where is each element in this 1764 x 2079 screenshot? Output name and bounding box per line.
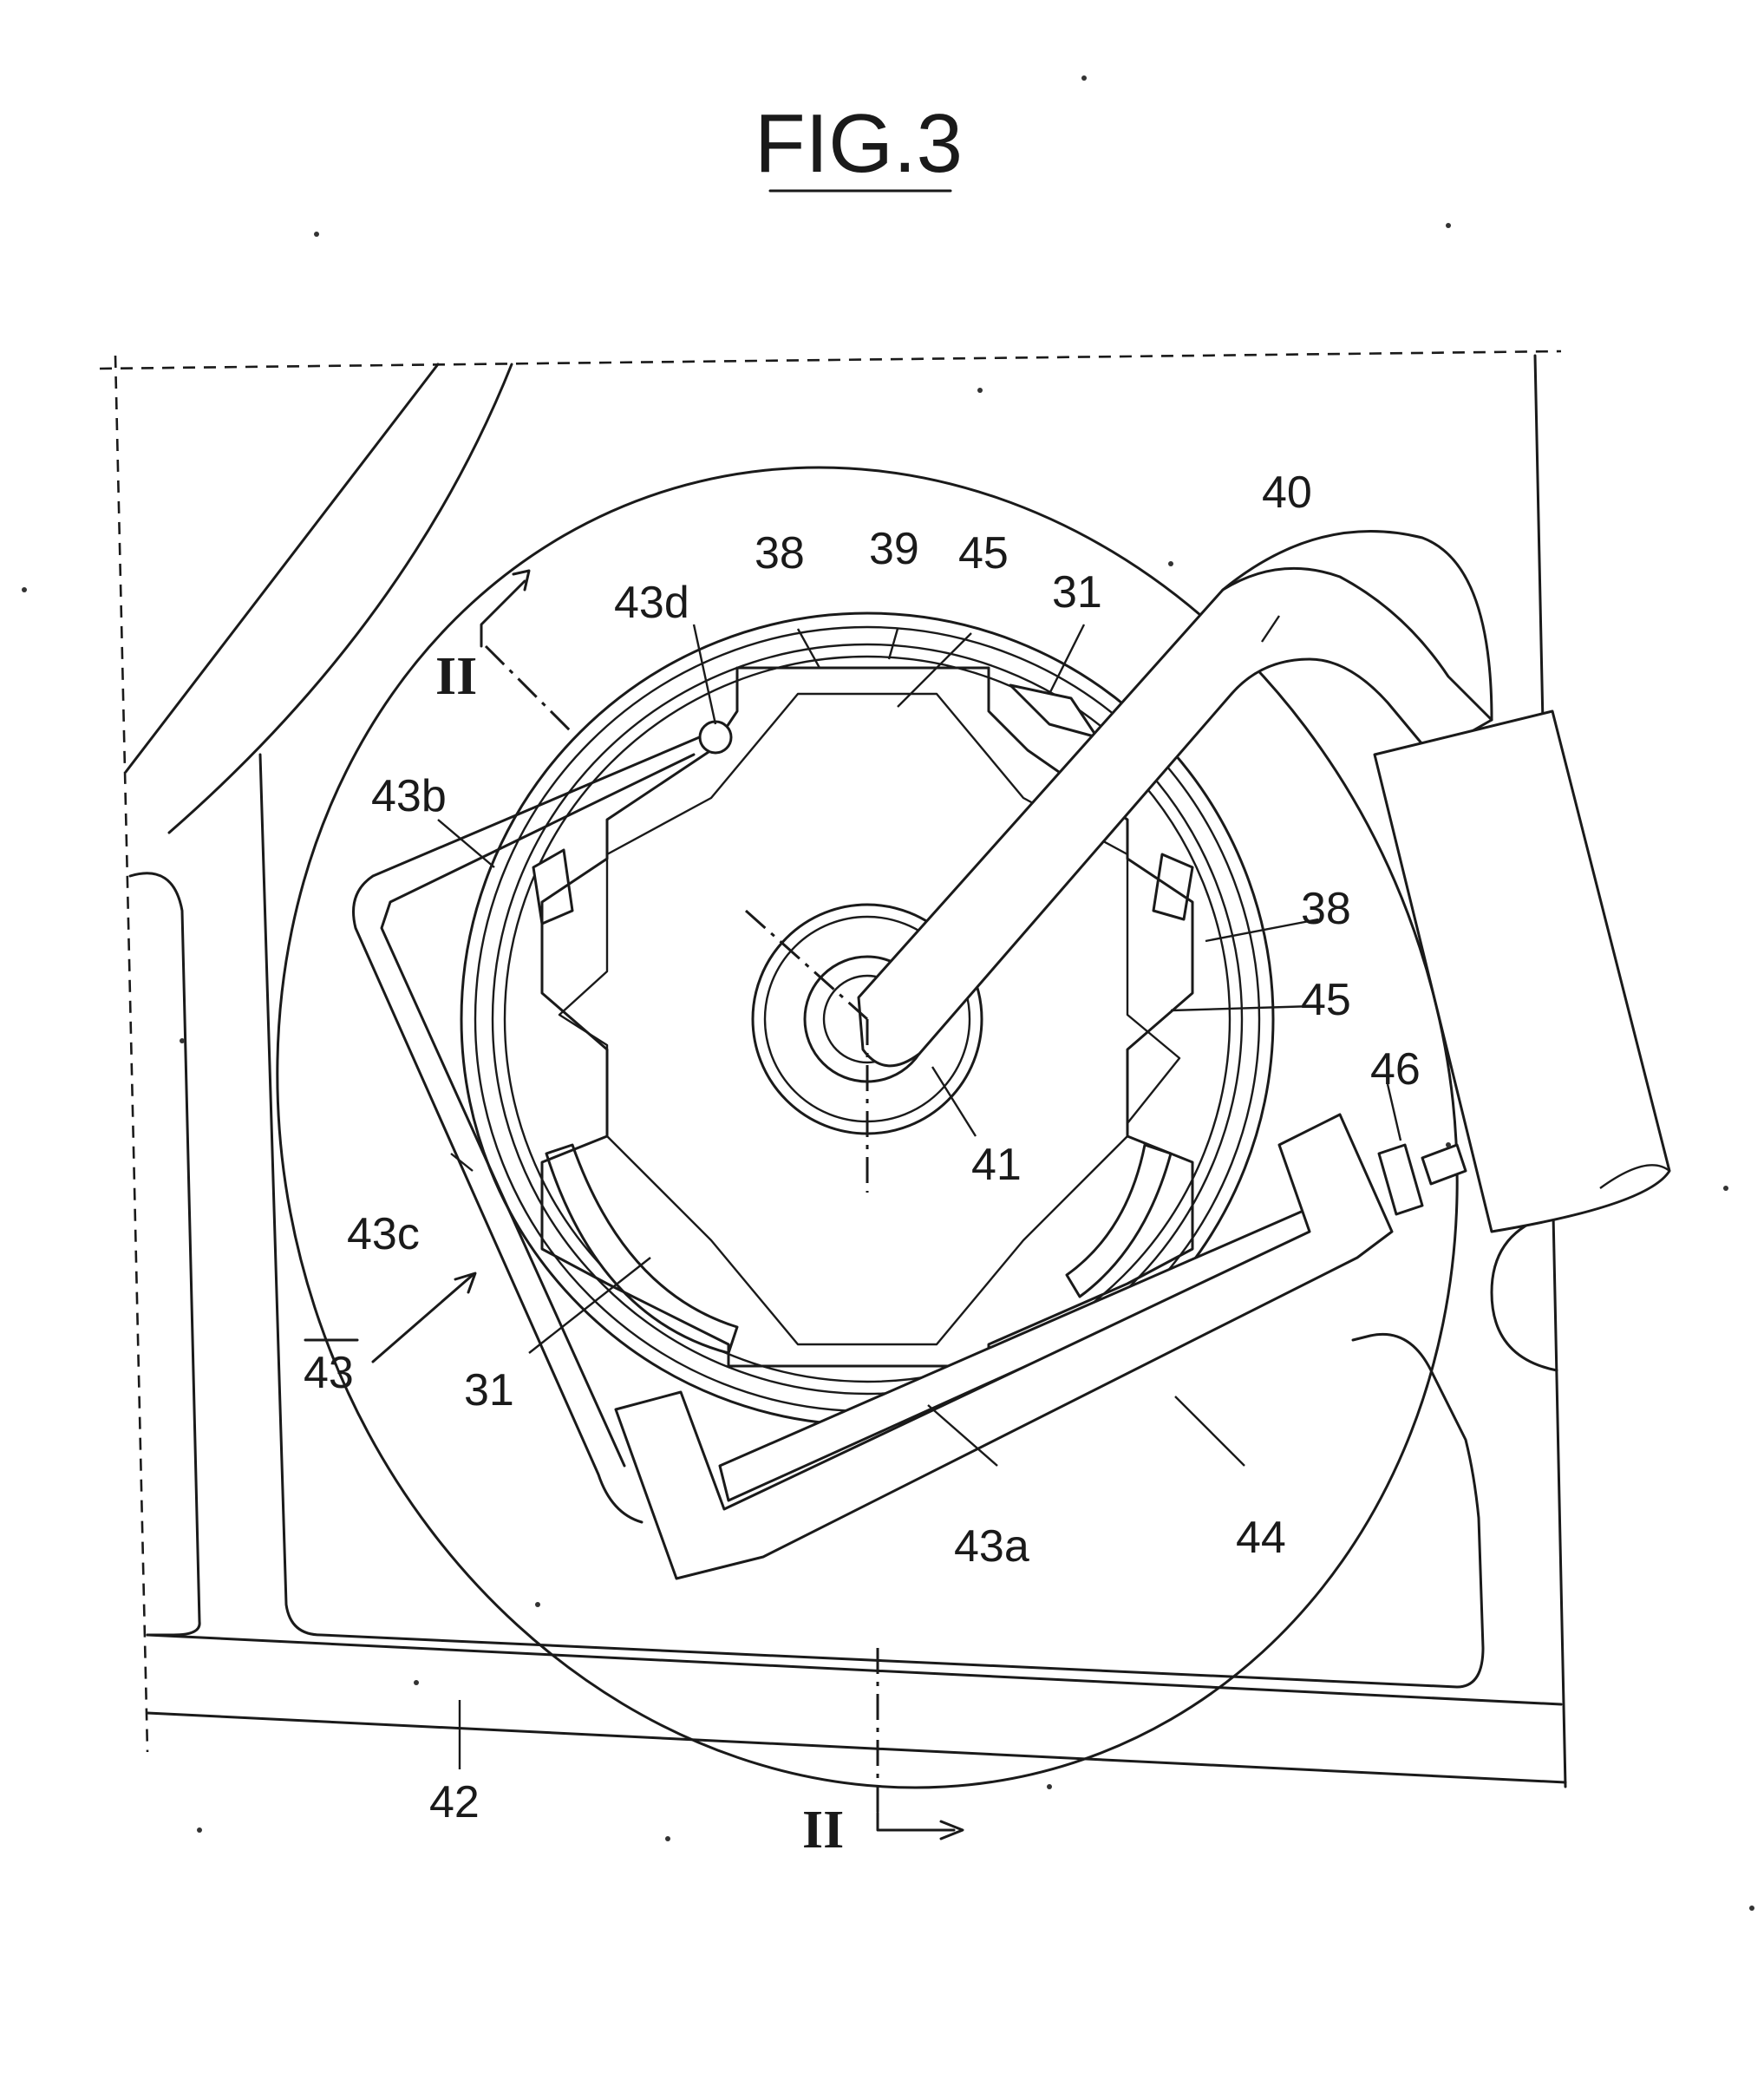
label-43d: 43d	[614, 578, 689, 628]
section-arrow-bottom	[876, 1811, 956, 1832]
label-42: 42	[429, 1777, 480, 1827]
segment-31-right	[1152, 853, 1194, 921]
section-arrow-bottom-head	[939, 1820, 964, 1840]
section-arrow-top	[480, 579, 526, 648]
plunger-46-rod	[1421, 1143, 1467, 1186]
outer-arc-2	[167, 363, 513, 834]
arrow-43-head	[454, 1272, 477, 1294]
label-46: 46	[1370, 1044, 1421, 1095]
label-38-top: 38	[755, 528, 805, 579]
label-38-right: 38	[1301, 884, 1351, 934]
label-43c: 43c	[347, 1209, 420, 1259]
ring-31-outer	[491, 643, 1244, 1396]
outer-arc-1	[124, 363, 440, 774]
segment-31-bottom-right	[1065, 1143, 1173, 1298]
right-notch	[1490, 1213, 1558, 1372]
label-45-top: 45	[958, 528, 1009, 579]
label-39: 39	[869, 524, 919, 574]
pin-43d	[698, 720, 733, 755]
left-channel	[128, 872, 201, 1637]
frame-top-dashed	[99, 350, 1562, 370]
label-40: 40	[1262, 467, 1312, 518]
label-43b: 43b	[371, 771, 447, 821]
scan-specks	[22, 75, 1754, 1911]
section-label-top: II	[435, 647, 477, 706]
frame-left-dashed	[114, 355, 149, 1753]
leader-lines	[437, 615, 1402, 1769]
arm-40-outer-curve	[1221, 530, 1493, 722]
wire-43-outer	[352, 727, 722, 1524]
label-45-right: 45	[1301, 975, 1351, 1025]
segment-31-bottom	[545, 1143, 739, 1355]
plunger-46	[1377, 1143, 1424, 1216]
hub-45-face	[558, 692, 1181, 1346]
label-41: 41	[971, 1140, 1022, 1190]
center-line-diag	[745, 909, 868, 1021]
label-31-bottom: 31	[464, 1365, 514, 1415]
arm-40	[857, 566, 1493, 1068]
figure-title: FIG.3	[755, 97, 963, 190]
label-44: 44	[1236, 1513, 1286, 1563]
cable-end	[1599, 1164, 1670, 1189]
bottom-rail-1	[146, 1633, 1563, 1706]
label-31-top: 31	[1052, 567, 1102, 618]
housing-42-wall	[258, 753, 1485, 1689]
lever-44	[614, 1113, 1394, 1580]
section-line-top	[484, 644, 574, 735]
ring-31-inner	[503, 655, 1232, 1383]
arrow-43	[371, 1273, 474, 1363]
cable-housing	[1373, 709, 1671, 1233]
label-43: 43	[304, 1348, 354, 1398]
main-disc-outline	[276, 466, 1459, 1789]
label-43a: 43a	[954, 1521, 1029, 1572]
section-label-bottom: II	[802, 1801, 844, 1860]
section-arrow-top-head	[512, 569, 531, 592]
bar-43a	[718, 1208, 1316, 1502]
wire-43-inner	[380, 753, 696, 1468]
bottom-rail-2	[146, 1711, 1567, 1784]
